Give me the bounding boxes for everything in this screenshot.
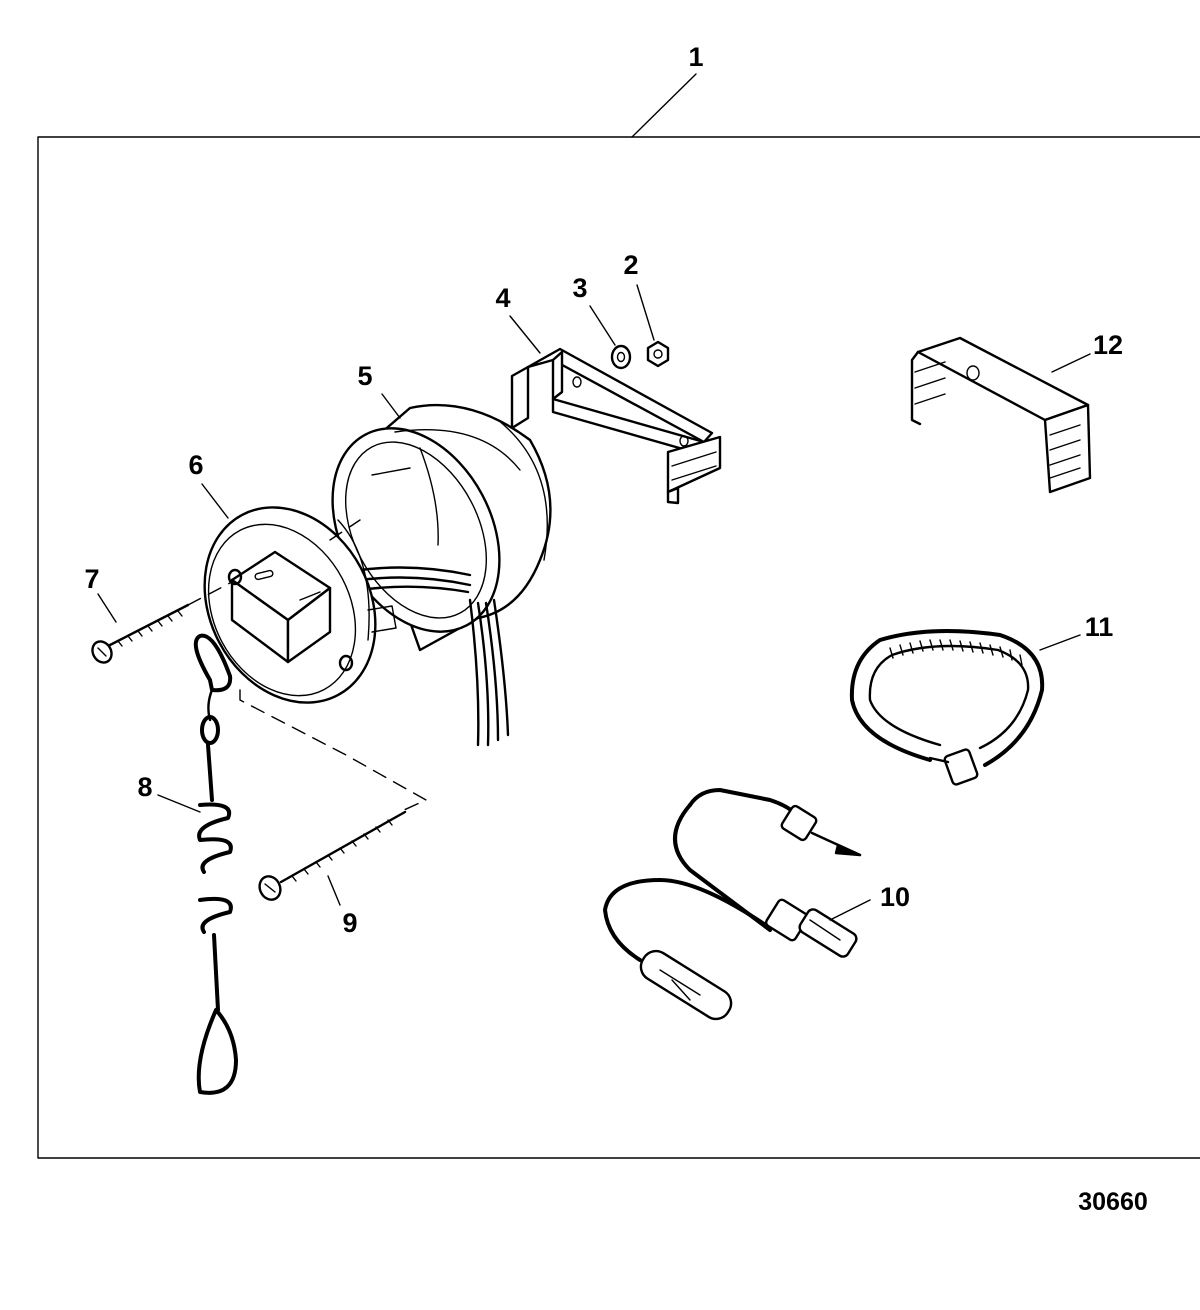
part-3-washer: 3 — [572, 273, 632, 370]
callout-3-label: 3 — [572, 273, 587, 303]
part-9-screw: 9 — [258, 810, 407, 938]
part-11-cable-tie: 11 — [849, 612, 1114, 786]
assembly-dashed-line — [239, 689, 427, 811]
part-5-housing: 5 — [331, 361, 552, 652]
part-4-bracket: 4 — [495, 283, 722, 505]
part-2-nut: 2 — [623, 250, 670, 368]
callout-10-label: 10 — [880, 882, 910, 912]
callout-1: 1 — [631, 42, 704, 138]
kit-frame — [37, 136, 1200, 1159]
part-7-screw: 7 — [84, 564, 231, 664]
part-6-bezel: 6 — [188, 450, 397, 704]
callout-6-label: 6 — [188, 450, 203, 480]
callout-4-label: 4 — [495, 283, 510, 313]
callout-2-label: 2 — [623, 250, 638, 280]
part-10-harness: 10 — [603, 788, 910, 1021]
part-12-clip: 12 — [910, 330, 1123, 494]
callout-12-label: 12 — [1093, 330, 1123, 360]
callout-11-label: 11 — [1085, 612, 1114, 642]
callout-8-label: 8 — [137, 772, 152, 802]
callout-9-label: 9 — [342, 908, 357, 938]
callout-1-label: 1 — [688, 42, 703, 72]
part-8-lanyard: 8 — [137, 633, 238, 1095]
callout-5-label: 5 — [357, 361, 372, 391]
callout-7-label: 7 — [84, 564, 99, 594]
figure-number: 30660 — [1078, 1188, 1148, 1216]
